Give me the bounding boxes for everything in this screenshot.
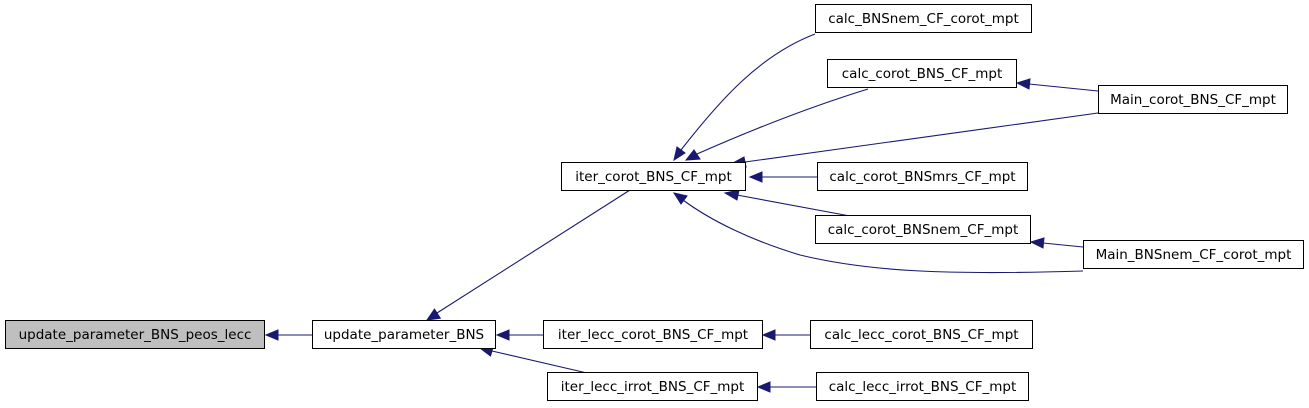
node-iter-corot-bns-cf-mpt[interactable]: iter_corot_BNS_CF_mpt <box>561 162 746 191</box>
edge-main-bnsnem-to-calc-corot-bnsnem <box>1042 242 1084 248</box>
edge-calc-bnsnem-cf-corot-to-iter-corot <box>680 33 816 151</box>
node-calc-corot-bnsmrs-cf-mpt[interactable]: calc_corot_BNSmrs_CF_mpt <box>817 162 1028 191</box>
node-update-parameter-bns[interactable]: update_parameter_BNS <box>312 320 496 349</box>
node-update-parameter-bns-peos-lecc: update_parameter_BNS_peos_lecc <box>5 320 265 349</box>
edge-iter-corot-to-update-parameter-bns <box>436 189 631 314</box>
edge-arrowhead <box>1015 78 1031 90</box>
edge-arrowhead <box>761 329 776 341</box>
edge-main-bnsnem-to-iter-corot <box>682 199 1084 274</box>
edge-calc-corot-bnsnem-to-iter-corot <box>736 194 851 217</box>
edge-arrowhead <box>672 192 688 205</box>
edge-arrowhead <box>1029 237 1045 249</box>
edge-arrowhead <box>723 189 740 201</box>
edge-calc-corot-bns-to-iter-corot <box>696 88 869 155</box>
node-iter-lecc-irrot-bns-cf-mpt[interactable]: iter_lecc_irrot_BNS_CF_mpt <box>547 372 758 401</box>
edge-arrowhead <box>748 171 763 183</box>
node-iter-lecc-corot-bns-cf-mpt[interactable]: iter_lecc_corot_BNS_CF_mpt <box>543 320 763 349</box>
edge-arrowhead <box>756 381 771 393</box>
edge-arrowhead <box>425 308 442 321</box>
node-calc-lecc-irrot-bns-cf-mpt[interactable]: calc_lecc_irrot_BNS_CF_mpt <box>816 372 1029 401</box>
node-main-bnsnem-cf-corot-mpt[interactable]: Main_BNSnem_CF_corot_mpt <box>1083 240 1304 269</box>
edge-arrowhead <box>684 149 701 161</box>
node-main-corot-bns-cf-mpt[interactable]: Main_corot_BNS_CF_mpt <box>1098 85 1288 114</box>
edge-arrowhead <box>495 329 510 341</box>
node-calc-lecc-corot-bns-cf-mpt[interactable]: calc_lecc_corot_BNS_CF_mpt <box>810 320 1033 349</box>
edge-iter-lecc-irrot-to-update-parameter-bns <box>491 350 588 374</box>
edge-arrowhead <box>264 329 279 341</box>
node-calc-corot-bns-cf-mpt[interactable]: calc_corot_BNS_CF_mpt <box>827 59 1017 88</box>
edge-main-corot-to-iter-corot <box>744 112 1099 163</box>
node-calc-bnsnem-cf-corot-mpt[interactable]: calc_BNSnem_CF_corot_mpt <box>815 4 1032 33</box>
node-calc-corot-bnsnem-cf-mpt[interactable]: calc_corot_BNSnem_CF_mpt <box>815 215 1031 244</box>
edge-arrowhead <box>673 146 686 162</box>
edge-main-corot-to-calc-corot-bns <box>1028 83 1099 92</box>
